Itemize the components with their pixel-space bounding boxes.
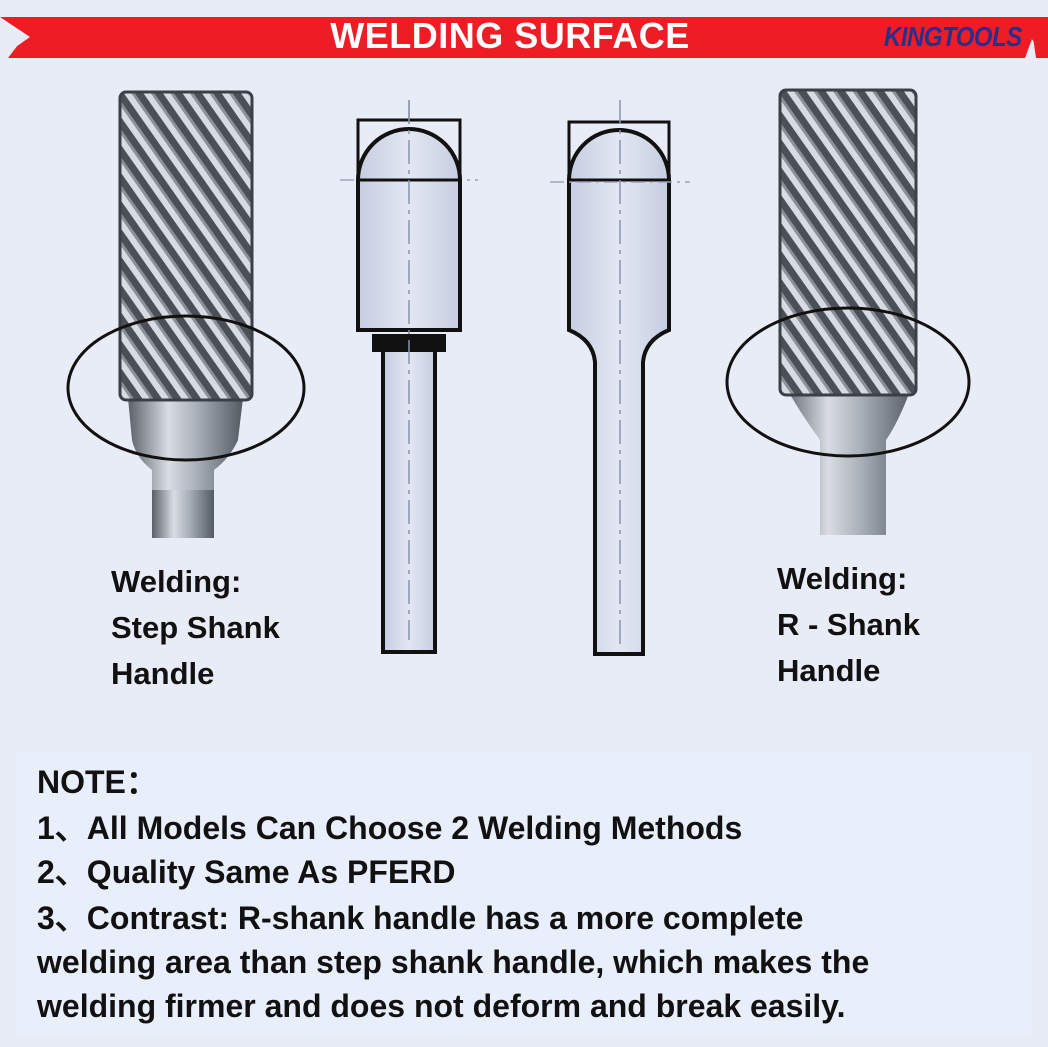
caption-line: R - Shank bbox=[777, 607, 920, 642]
note-line-4: welding area than step shank handle, whi… bbox=[37, 944, 870, 980]
note-heading: NOTE： bbox=[37, 764, 158, 800]
note-line-3: 3、Contrast: R-shank handle has a more co… bbox=[37, 900, 804, 936]
caption-step-shank: Welding: Step Shank Handle bbox=[111, 559, 280, 697]
step-shank-diagram bbox=[340, 100, 478, 654]
banner-ribbon bbox=[0, 17, 1048, 58]
caption-line: Handle bbox=[111, 656, 215, 691]
step-shank-photo bbox=[66, 90, 306, 538]
note-panel: NOTE： 1、All Models Can Choose 2 Welding … bbox=[16, 752, 1032, 1034]
caption-line: Handle bbox=[777, 653, 881, 688]
note-line-5: welding firmer and does not deform and b… bbox=[37, 988, 846, 1024]
caption-line: Welding: bbox=[777, 561, 908, 596]
brand-logo: KINGTOOLS bbox=[884, 21, 1022, 53]
caption-line: Step Shank bbox=[111, 610, 280, 645]
r-shank-photo bbox=[725, 88, 971, 535]
header-banner: WELDING SURFACE KINGTOOLS bbox=[0, 0, 1048, 62]
caption-line: Welding: bbox=[111, 564, 242, 599]
note-line-2: 2、Quality Same As PFERD bbox=[37, 854, 456, 890]
r-shank-diagram bbox=[550, 100, 690, 656]
page-title: WELDING SURFACE bbox=[330, 15, 690, 56]
caption-r-shank: Welding: R - Shank Handle bbox=[777, 556, 920, 694]
illustrations bbox=[66, 88, 971, 656]
note-line-1: 1、All Models Can Choose 2 Welding Method… bbox=[37, 810, 743, 846]
